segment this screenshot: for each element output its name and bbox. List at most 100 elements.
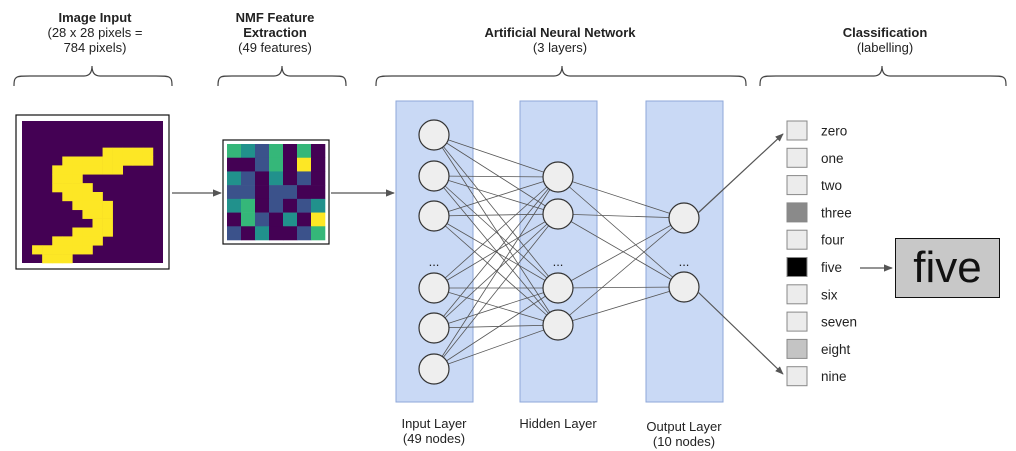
nmf-cell	[311, 171, 326, 186]
class-box	[786, 338, 808, 359]
network-nodes	[418, 119, 700, 385]
digit-pixel	[142, 147, 154, 157]
digit-pixel	[102, 200, 113, 211]
network-edge	[433, 213, 559, 217]
header-image-input: Image Input (28 x 28 pixels = 784 pixels…	[20, 10, 170, 55]
digit-pixel	[62, 192, 73, 202]
digit-pixel	[82, 227, 93, 237]
nmf-cell	[241, 226, 256, 241]
digit-pixel	[92, 165, 103, 175]
hidden-layer-label: Hidden Layer	[508, 416, 608, 431]
digit-pixel	[82, 236, 93, 246]
network-edge	[433, 176, 559, 370]
input-node	[418, 119, 450, 151]
digit-pixel	[92, 227, 103, 237]
network-edge	[433, 134, 559, 326]
digit-pixel	[102, 209, 113, 219]
digit-pixel	[62, 236, 73, 246]
network-edge	[433, 176, 559, 217]
class-box	[786, 229, 808, 250]
brace	[217, 65, 347, 87]
network-edge	[557, 176, 685, 288]
digit-pixel	[52, 254, 63, 264]
network-edge	[557, 213, 685, 219]
digit-pixel	[52, 174, 63, 184]
digit-pixel	[52, 236, 63, 246]
nmf-cell	[269, 226, 284, 241]
nmf-cell	[283, 198, 298, 213]
nmf-cell	[269, 198, 284, 213]
nmf-cell	[311, 198, 326, 213]
digit-pixel	[82, 192, 93, 202]
nmf-cell	[283, 212, 298, 227]
nmf-cell	[297, 171, 312, 186]
digit-pixel	[92, 192, 103, 202]
class-box	[786, 120, 808, 141]
digit-pixel	[92, 200, 103, 211]
nmf-cell	[255, 212, 270, 227]
nmf-cell	[227, 157, 242, 172]
network-edge	[433, 175, 559, 178]
nmf-cell	[255, 198, 270, 213]
output-node	[668, 202, 700, 234]
brace	[759, 65, 1007, 87]
network-edge	[433, 175, 559, 215]
digit-pixel	[112, 147, 124, 157]
ellipsis-hidden: ...	[553, 254, 564, 269]
input-node	[418, 272, 450, 304]
network-edge	[433, 134, 559, 289]
digit-pixel	[72, 192, 83, 202]
class-label: six	[821, 287, 838, 302]
network-edge	[433, 175, 559, 326]
nmf-cell	[311, 212, 326, 227]
digit-pixel	[72, 245, 83, 255]
hidden-node	[542, 161, 574, 193]
digit-pixel	[72, 174, 83, 184]
brace-group	[13, 65, 1007, 87]
class-label: one	[821, 151, 844, 166]
output-layer-box	[645, 100, 724, 403]
result-box: five	[895, 238, 1000, 298]
digit-pixel	[72, 165, 83, 175]
digit-pixel	[72, 200, 83, 211]
network-edge	[433, 287, 559, 329]
network-edge	[433, 176, 559, 289]
digit-pixel	[142, 156, 154, 166]
hidden-layer-box	[519, 100, 598, 403]
digit-pixel	[102, 165, 113, 175]
input-node	[418, 200, 450, 232]
nmf-cell	[311, 157, 326, 172]
class-label: two	[821, 178, 842, 193]
nmf-cell	[241, 185, 256, 200]
nmf-cell	[241, 171, 256, 186]
output-node	[668, 271, 700, 303]
digit-pixel	[112, 165, 124, 175]
network-edge	[557, 176, 685, 219]
class-label: nine	[821, 369, 847, 384]
nmf-cell	[227, 144, 242, 159]
nmf-cell	[269, 185, 284, 200]
network-edge	[433, 134, 559, 178]
output-layer-label: Output Layer (10 nodes)	[634, 419, 734, 449]
nmf-cell	[283, 226, 298, 241]
brace	[375, 65, 747, 87]
header-subtitle: (28 x 28 pixels = 784 pixels)	[47, 25, 143, 55]
digit-pixel	[72, 183, 83, 193]
class-label: five	[821, 260, 842, 275]
nmf-cell	[227, 171, 242, 186]
class-label: zero	[821, 124, 847, 139]
input-layer-label: Input Layer (49 nodes)	[384, 416, 484, 446]
header-subtitle: (49 features)	[238, 40, 312, 55]
nmf-cell	[241, 157, 256, 172]
network-edge	[433, 213, 559, 289]
nmf-cell	[269, 144, 284, 159]
nmf-cell	[255, 226, 270, 241]
digit-pixel	[82, 183, 93, 193]
nmf-cell	[241, 144, 256, 159]
class-box	[786, 366, 808, 387]
header-title: Artificial Neural Network	[484, 25, 636, 40]
network-edge	[433, 213, 559, 329]
nmf-cell	[297, 198, 312, 213]
input-node	[418, 353, 450, 385]
